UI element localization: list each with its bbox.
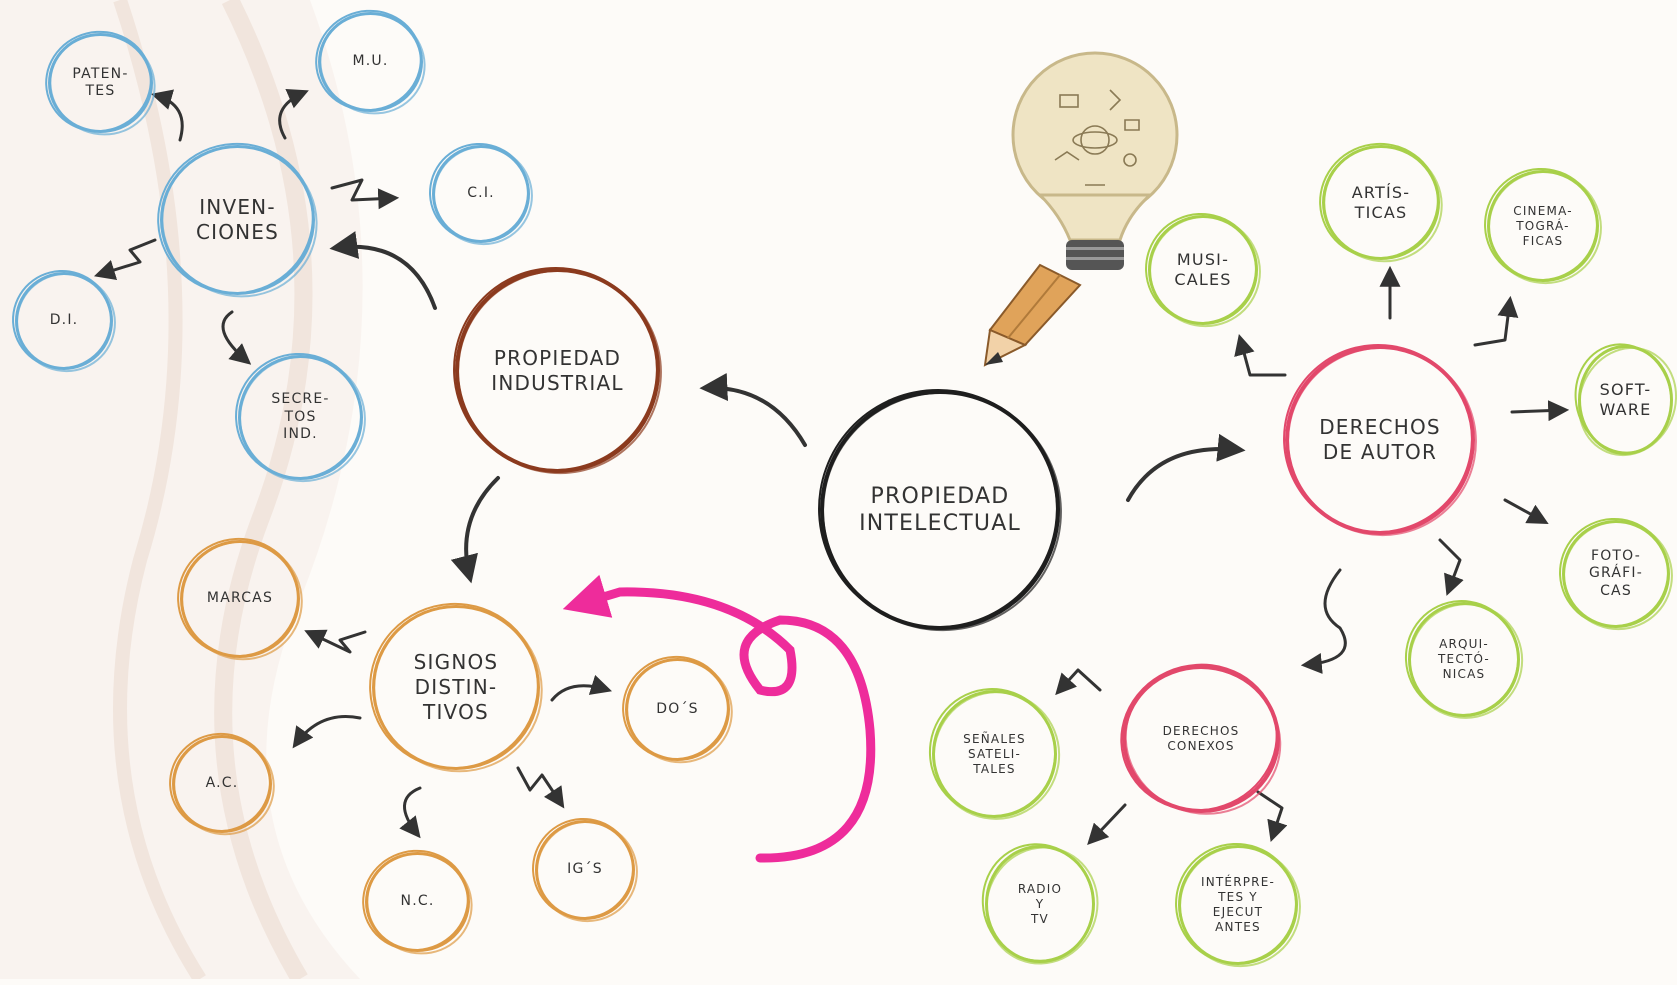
artisticas-label: ARTÍS- TICAS: [1351, 182, 1411, 222]
dos-node[interactable]: DO´S: [625, 658, 730, 761]
center-node[interactable]: PROPIEDAD INTELECTUAL: [820, 390, 1060, 630]
arrow-to-ci: [330, 178, 400, 210]
propiedad-industrial-node[interactable]: PROPIEDAD INDUSTRIAL: [455, 268, 660, 473]
arrow-industrial-to-signs: [450, 476, 500, 584]
arrow-to-radio: [1087, 803, 1127, 846]
secretos-label: SECRE- TOS IND.: [271, 391, 330, 443]
marcas-label: MARCAS: [206, 590, 274, 607]
ac-node[interactable]: A.C.: [172, 735, 272, 833]
artisticas-node[interactable]: ARTÍS- TICAS: [1322, 145, 1440, 260]
cinematograficas-node[interactable]: CINEMA- TOGRÁ- FICAS: [1487, 170, 1599, 282]
nc-label: N.C.: [400, 893, 435, 910]
arquitectonicas-node[interactable]: ARQUI- TECTÓ- NICAS: [1408, 602, 1520, 717]
patentes-node[interactable]: PATEN- TES: [48, 33, 153, 133]
nc-node[interactable]: N.C.: [365, 852, 470, 952]
arrow-to-ac: [292, 715, 362, 749]
marcas-node[interactable]: MARCAS: [180, 540, 300, 658]
signos-distintivos-label: SIGNOS DISTIN- TIVOS: [413, 650, 499, 724]
senales-satelitales-label: SEÑALES SATELI- TALES: [963, 731, 1026, 776]
invenciones-label: INVEN- CIONES: [195, 195, 280, 244]
arrow-to-nc: [399, 786, 422, 839]
arrow-to-mu: [278, 89, 309, 140]
arrow-to-senales: [1055, 668, 1102, 696]
arrow-to-fotograficas: [1503, 498, 1549, 525]
propiedad-industrial-label: PROPIEDAD INDUSTRIAL: [491, 345, 624, 395]
musicales-label: MUSI- CALES: [1174, 250, 1232, 289]
arrow-to-software: [1510, 400, 1570, 422]
ac-label: A.C.: [205, 775, 239, 792]
derechos-de-autor-label: DERECHOS DE AUTOR: [1319, 415, 1441, 464]
mu-node[interactable]: M.U.: [318, 12, 423, 112]
signos-distintivos-node[interactable]: SIGNOS DISTIN- TIVOS: [372, 605, 540, 770]
arquitectonicas-label: ARQUI- TECTÓ- NICAS: [1438, 637, 1490, 681]
center-label: PROPIEDAD INTELECTUAL: [859, 483, 1021, 537]
arrow-to-cinematograficas: [1473, 295, 1519, 347]
pencil-icon: [983, 263, 1082, 367]
software-label: SOFT- WARE: [1599, 380, 1652, 419]
igs-node[interactable]: IG´S: [535, 820, 635, 920]
arrow-to-patentes: [150, 89, 184, 142]
musicales-node[interactable]: MUSI- CALES: [1148, 215, 1258, 325]
ci-label: C.I.: [467, 185, 495, 202]
arrow-center-to-copyright: [1126, 433, 1246, 502]
radio-tv-node[interactable]: RADIO Y TV: [985, 845, 1095, 963]
invenciones-node[interactable]: INVEN- CIONES: [160, 145, 315, 295]
igs-label: IG´S: [567, 861, 603, 878]
arrow-to-derechos-conexos: [1300, 568, 1347, 674]
fotograficas-node[interactable]: FOTO- GRÁFI- CAS: [1562, 520, 1670, 628]
arrow-to-dos: [550, 674, 613, 702]
arrow-to-interpretes: [1256, 790, 1288, 842]
mu-label: M.U.: [352, 53, 389, 70]
dos-label: DO´S: [656, 700, 699, 717]
radio-tv-label: RADIO Y TV: [1017, 881, 1063, 926]
arrow-to-secretos: [221, 310, 252, 365]
arrow-to-igs: [516, 766, 565, 809]
arrow-center-to-industrial: [699, 372, 807, 447]
di-label: D.I.: [49, 312, 79, 329]
derechos-conexos-label: DERECHOS CONEXOS: [1162, 724, 1240, 753]
cinematograficas-label: CINEMA- TOGRÁ- FICAS: [1513, 203, 1573, 248]
arrow-industrial-to-inventions: [329, 231, 437, 310]
interpretes-label: INTÉRPRE- TES Y EJECUT ANTES: [1200, 875, 1276, 934]
ci-node[interactable]: C.I.: [432, 145, 530, 243]
arrow-to-arquitectonicas: [1438, 538, 1464, 596]
patentes-label: PATEN- TES: [72, 65, 129, 100]
secretos-node[interactable]: SECRE- TOS IND.: [238, 355, 363, 480]
highlight-arrow: [562, 574, 876, 863]
arrow-to-musicales: [1234, 333, 1287, 377]
interpretes-node[interactable]: INTÉRPRE- TES Y EJECUT ANTES: [1178, 845, 1298, 965]
arrow-to-di: [93, 238, 157, 281]
senales-satelitales-node[interactable]: SEÑALES SATELI- TALES: [932, 690, 1057, 818]
software-node[interactable]: SOFT- WARE: [1578, 345, 1673, 455]
lightbulb-icon: [1011, 51, 1179, 270]
di-node[interactable]: D.I.: [15, 272, 113, 370]
derechos-de-autor-node[interactable]: DERECHOS DE AUTOR: [1285, 345, 1475, 535]
derechos-conexos-node[interactable]: DERECHOS CONEXOS: [1122, 665, 1280, 813]
fotograficas-label: FOTO- GRÁFI- CAS: [1588, 547, 1644, 599]
arrow-to-marcas: [304, 629, 367, 654]
